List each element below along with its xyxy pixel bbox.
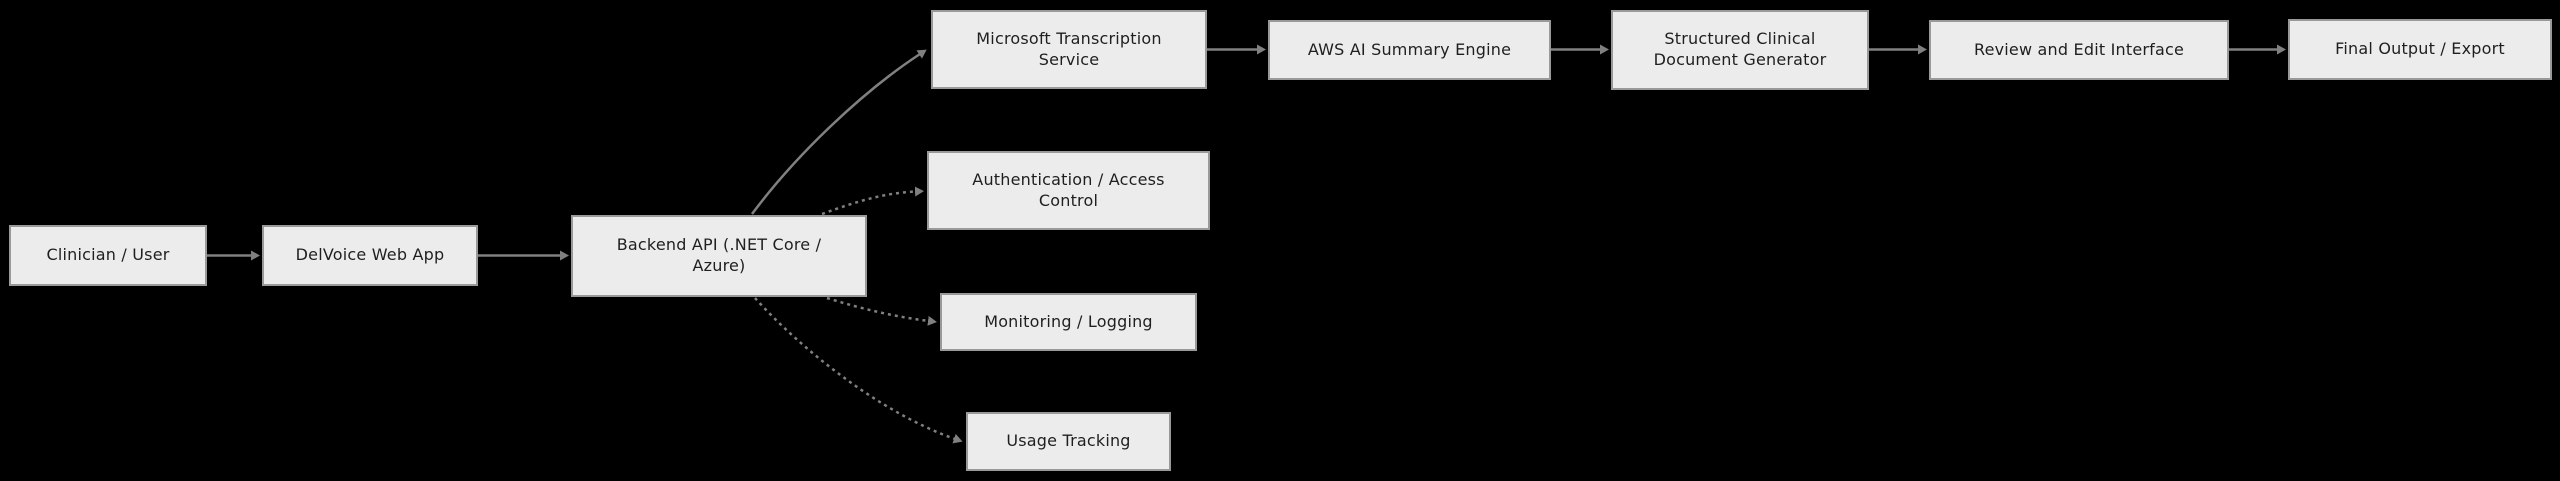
flow-node-docgen: Structured Clinical Document Generator <box>1611 10 1869 90</box>
edge-group <box>207 44 2286 444</box>
flow-node-monitoring: Monitoring / Logging <box>940 293 1197 351</box>
edge-backend-to-usage <box>754 297 963 444</box>
flow-node-review: Review and Edit Interface <box>1929 20 2229 80</box>
flow-node-summary: AWS AI Summary Engine <box>1268 20 1551 80</box>
flow-node-transcription: Microsoft Transcription Service <box>931 10 1207 89</box>
flow-node-webapp: DelVoice Web App <box>262 225 478 286</box>
flow-node-clinician: Clinician / User <box>9 225 207 286</box>
flow-node-final: Final Output / Export <box>2288 19 2552 80</box>
flow-node-auth: Authentication / Access Control <box>927 151 1210 230</box>
edge-backend-to-auth <box>821 186 924 216</box>
flow-node-backend: Backend API (.NET Core / Azure) <box>571 215 867 297</box>
flow-node-usage: Usage Tracking <box>966 412 1171 471</box>
edge-backend-to-monitoring <box>826 296 937 326</box>
edge-backend-to-transcription <box>750 49 927 215</box>
